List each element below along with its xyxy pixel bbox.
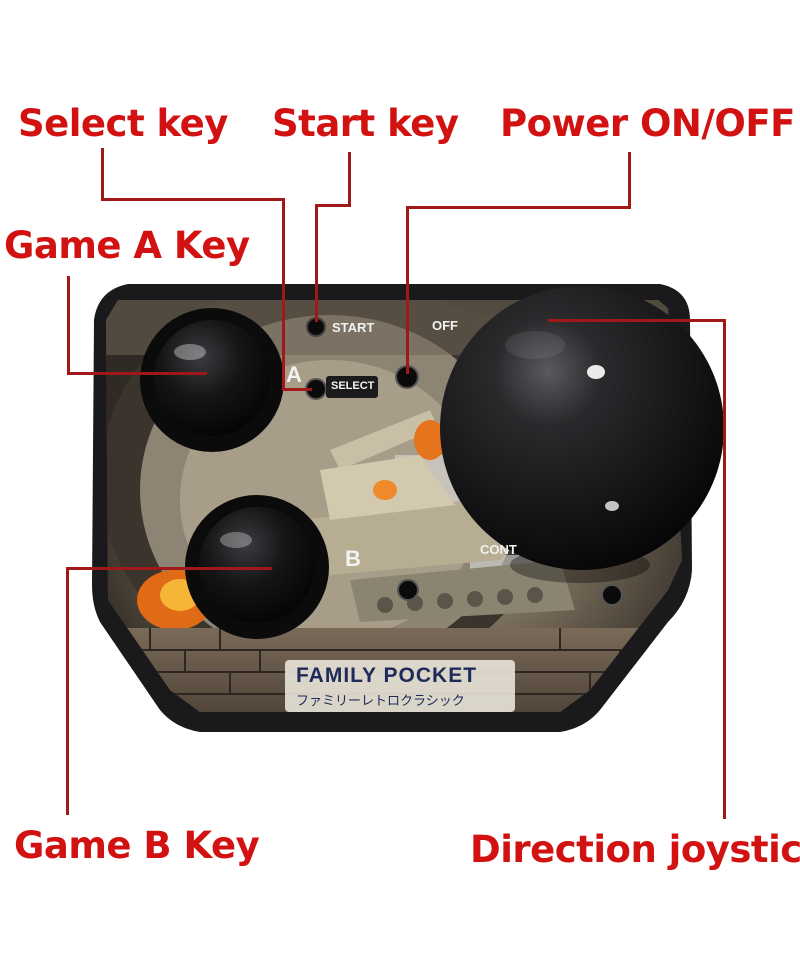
leader-power-h	[406, 206, 631, 209]
label-power: Power ON/OFF	[500, 102, 795, 145]
select-panel-label: SELECT	[331, 380, 375, 392]
leader-game-b-v	[66, 567, 69, 815]
printed-artwork	[106, 300, 682, 712]
select-label-plate	[326, 376, 378, 398]
a-panel-label: A	[286, 362, 302, 387]
leader-select-h2	[282, 388, 312, 391]
leader-joystick-v	[723, 319, 726, 819]
leader-game-b-h	[66, 567, 272, 570]
label-joystick: Direction joystick	[470, 828, 800, 871]
leader-select-h	[101, 198, 285, 201]
leader-select-v1	[101, 148, 104, 200]
game-b-button-cap	[199, 507, 315, 623]
leader-start-h	[315, 204, 351, 207]
label-game-a-key: Game A Key	[4, 224, 250, 267]
label-select-key: Select key	[18, 102, 228, 145]
cont-panel-label: CONT	[480, 542, 517, 557]
label-start-key: Start key	[272, 102, 459, 145]
joystick-ball	[440, 286, 724, 570]
leader-game-a-h	[67, 372, 207, 375]
leader-select-v2	[282, 198, 285, 390]
leader-game-a-v	[67, 276, 70, 374]
leader-power-v1	[628, 152, 631, 208]
start-panel-label: START	[332, 320, 375, 335]
leader-start-v1	[348, 152, 351, 206]
screw-left	[397, 579, 419, 601]
brand-logo: FAMILY POCKET	[296, 664, 478, 687]
leader-start-v2	[315, 204, 318, 322]
label-game-b-key: Game B Key	[14, 824, 260, 867]
screw-right	[601, 584, 623, 606]
b-panel-label: B	[345, 546, 361, 571]
leader-power-v2	[406, 206, 409, 374]
leader-joystick-h	[548, 319, 726, 322]
brand-subtitle: ファミリーレトロクラシック	[296, 693, 465, 708]
game-a-button-cap	[154, 320, 270, 436]
off-panel-label: OFF	[432, 318, 458, 333]
brand-plate	[285, 660, 515, 712]
